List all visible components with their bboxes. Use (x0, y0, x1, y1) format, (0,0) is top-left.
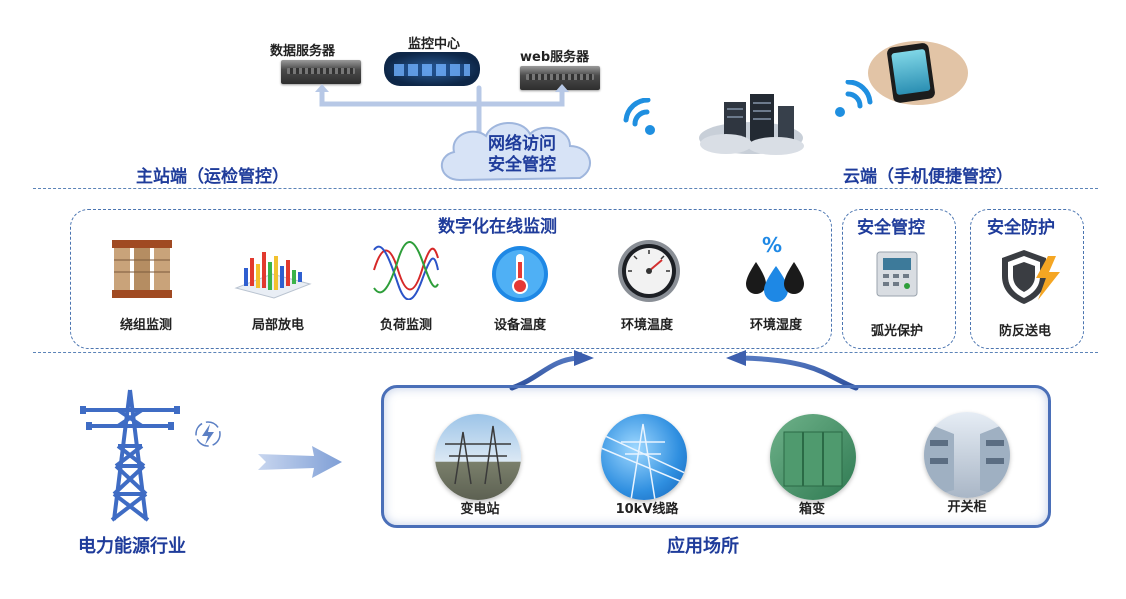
3d-spectrum-icon (234, 252, 312, 299)
application-sites-frame (381, 385, 1051, 528)
application-label: 应用场所 (667, 536, 739, 557)
data-server-label: 数据服务器 (270, 44, 336, 59)
item-label: 设备温度 (493, 318, 546, 333)
gauge-icon (618, 240, 680, 302)
item-label: 负荷监测 (379, 318, 432, 333)
web-server-icon (520, 66, 600, 90)
site-label: 开关柜 (947, 500, 987, 515)
security-control-item: 弧光保护 (870, 324, 923, 339)
transformer-icon (112, 240, 172, 298)
protection-relay-icon (876, 251, 918, 297)
sine-wave-icon (373, 241, 439, 300)
substation-structure (445, 425, 511, 485)
item-label: 环境湿度 (749, 318, 802, 333)
security-protection-panel (970, 209, 1084, 349)
shield-lightning-icon (1002, 250, 1060, 304)
box-transformer-structure (783, 431, 843, 487)
security-protection-item: 防反送电 (998, 324, 1051, 339)
monitor-center-label: 监控中心 (408, 37, 461, 52)
switchgear-photo (924, 412, 1010, 498)
site-label: 箱变 (798, 502, 825, 517)
phone-photo (868, 41, 968, 105)
cloud-access-line2: 安全管控 (488, 155, 556, 175)
cloud-access-text: 网络访问 安全管控 (462, 134, 582, 176)
svg-text:%: % (762, 233, 782, 257)
humidity-icon: % (746, 233, 804, 302)
data-server-icon (281, 60, 361, 84)
power-line-structure (601, 423, 687, 500)
item-label: 绕组监测 (119, 318, 172, 333)
security-protection-title: 安全防护 (987, 218, 1055, 238)
switchgear-structure (924, 422, 1010, 498)
box-transformer-photo (770, 414, 856, 500)
wifi-icon-right (835, 80, 873, 117)
industry-label: 电力能源行业 (78, 536, 186, 557)
security-control-title: 安全管控 (857, 218, 925, 238)
cloud-icon (440, 121, 591, 182)
digital-monitor-panel (70, 209, 832, 349)
monitor-center-icon (384, 52, 480, 86)
thermometer-icon (492, 246, 548, 302)
substation-photo (435, 414, 521, 500)
cloud-access-line1: 网络访问 (488, 134, 556, 154)
wifi-icon (623, 98, 655, 135)
divider-middle (33, 352, 1098, 353)
divider-top (33, 188, 1098, 189)
item-label: 环境温度 (620, 318, 673, 333)
digital-monitor-title: 数字化在线监测 (438, 217, 557, 237)
item-label: 局部放电 (251, 318, 304, 333)
power-tower-icon (80, 389, 180, 522)
electric-icon (195, 421, 221, 447)
power-line-photo (601, 414, 687, 500)
main-station-title: 主站端（运检管控） (136, 167, 289, 187)
arrow-right-icon (258, 446, 342, 478)
site-label: 变电站 (460, 502, 500, 517)
cloud-end-title: 云端（手机便捷管控） (843, 167, 1013, 187)
cloud-server-icon (699, 94, 804, 155)
web-server-label: web服务器 (520, 50, 590, 65)
site-label: 10kV线路 (615, 502, 679, 517)
security-control-panel (842, 209, 956, 349)
